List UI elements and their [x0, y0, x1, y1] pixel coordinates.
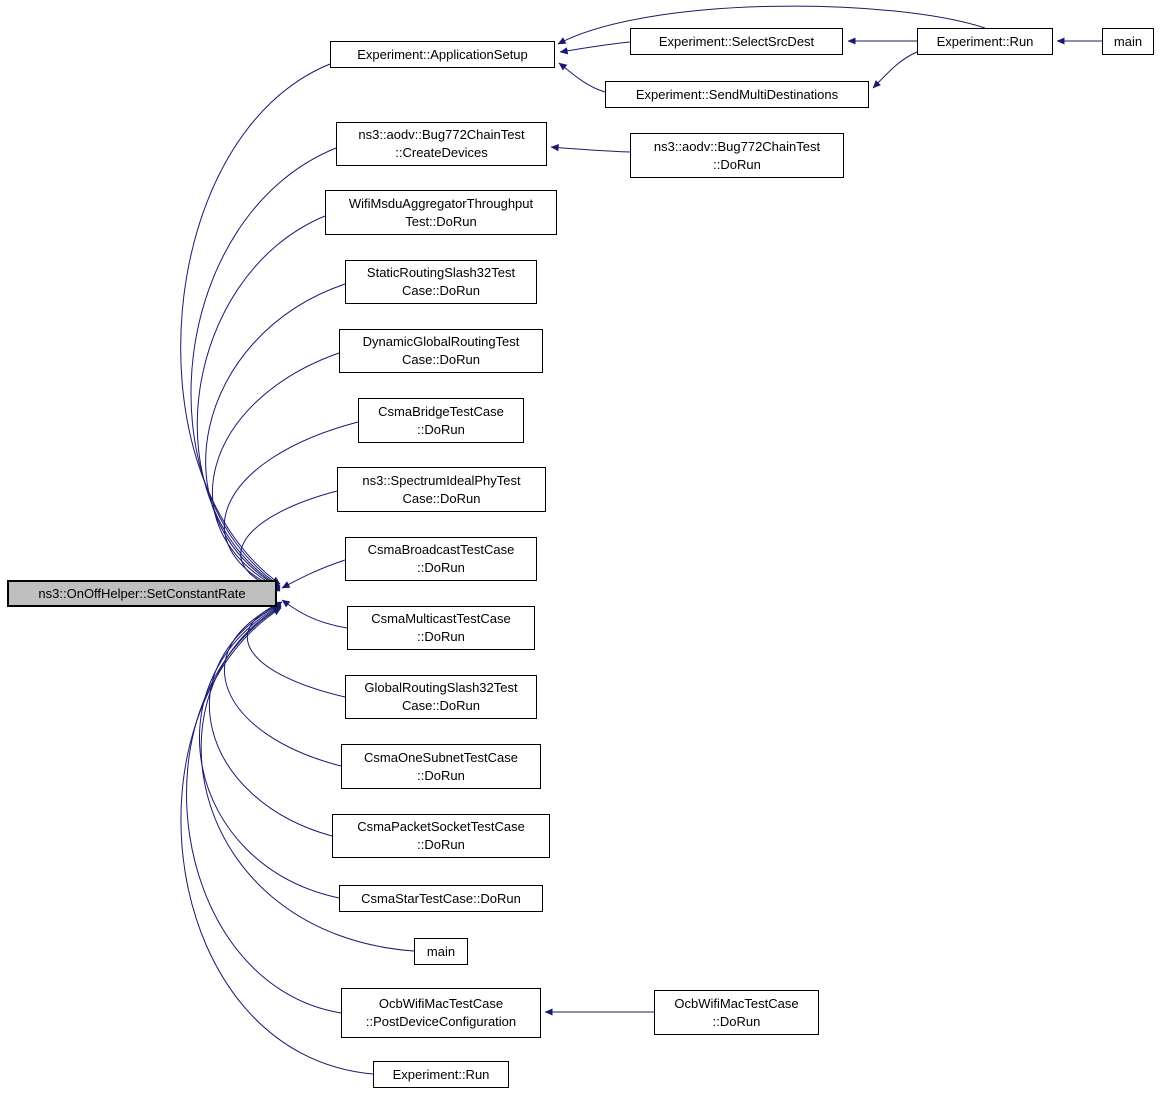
node-csmapacketsocket-dorun[interactable]: CsmaPacketSocketTestCase ::DoRun	[332, 814, 550, 858]
node-wifimsduaggregator-dorun[interactable]: WifiMsduAggregatorThroughput Test::DoRun	[325, 190, 557, 235]
edge-createdevices-to-setconstantrate	[190, 147, 337, 587]
edge-csmabroadcast-to-setconstantrate	[281, 559, 346, 589]
edge-applicationsetup-to-setconstantrate	[180, 63, 331, 585]
node-csmastar-dorun[interactable]: CsmaStarTestCase::DoRun	[339, 885, 543, 912]
node-csmabroadcast-dorun[interactable]: CsmaBroadcastTestCase ::DoRun	[345, 537, 537, 581]
node-csmabridge-dorun[interactable]: CsmaBridgeTestCase ::DoRun	[358, 398, 524, 443]
edge-dynamicglobal-to-setconstantrate	[212, 352, 340, 590]
edge-csmaonesubnet-to-setconstantrate	[224, 602, 342, 767]
node-experiment-applicationsetup[interactable]: Experiment::ApplicationSetup	[330, 41, 555, 68]
edge-selectsrcdest-to-applicationsetup	[559, 41, 631, 55]
node-ocbwifimac-postdeviceconfiguration[interactable]: OcbWifiMacTestCase ::PostDeviceConfigura…	[341, 988, 541, 1038]
edge-experimentrun-to-applicationsetup	[557, 5, 986, 45]
node-csmamulticast-dorun[interactable]: CsmaMulticastTestCase ::DoRun	[347, 606, 535, 650]
node-experiment-sendmultidestinations[interactable]: Experiment::SendMultiDestinations	[605, 81, 869, 108]
edge-experimentrun-to-setconstantrate	[180, 607, 374, 1075]
node-setconstantrate: ns3::OnOffHelper::SetConstantRate	[7, 580, 277, 607]
node-main-caller[interactable]: main	[414, 938, 468, 965]
node-staticroutingslash32-dorun[interactable]: StaticRoutingSlash32Test Case::DoRun	[345, 260, 537, 304]
node-bug772chaintest-dorun[interactable]: ns3::aodv::Bug772ChainTest ::DoRun	[630, 133, 844, 178]
edge-globalrouting-to-setconstantrate	[246, 601, 346, 698]
node-experiment-selectsrcdest[interactable]: Experiment::SelectSrcDest	[630, 28, 843, 55]
edge-wifimsdu-to-setconstantrate	[196, 215, 326, 588]
edge-spectrum-to-setconstantrate	[240, 490, 338, 592]
node-main[interactable]: main	[1102, 28, 1154, 55]
edge-csmastar-to-setconstantrate	[199, 604, 340, 899]
edge-csmapacketsocket-to-setconstantrate	[209, 603, 333, 837]
edge-ocbpost-to-setconstantrate	[186, 606, 342, 1014]
edge-sendmultidestinations-to-applicationsetup	[558, 62, 606, 93]
edge-experimentrun-to-sendmultidestinations	[872, 51, 918, 89]
node-dynamicglobalrouting-dorun[interactable]: DynamicGlobalRoutingTest Case::DoRun	[339, 329, 543, 373]
node-csmaonesubnet-dorun[interactable]: CsmaOneSubnetTestCase ::DoRun	[341, 744, 541, 789]
node-experiment-run-bottom[interactable]: Experiment::Run	[373, 1061, 509, 1088]
edge-csmamulticast-to-setconstantrate	[281, 599, 348, 629]
node-experiment-run[interactable]: Experiment::Run	[917, 28, 1053, 55]
node-ocbwifimac-dorun[interactable]: OcbWifiMacTestCase ::DoRun	[654, 990, 819, 1035]
node-bug772chaintest-createdevices[interactable]: ns3::aodv::Bug772ChainTest ::CreateDevic…	[336, 122, 547, 166]
node-globalroutingslash32-dorun[interactable]: GlobalRoutingSlash32Test Case::DoRun	[345, 675, 537, 719]
edge-csmabridge-to-setconstantrate	[223, 421, 359, 591]
edge-staticrouting-to-setconstantrate	[205, 283, 346, 589]
edge-bug772dorun-to-createdevices	[550, 144, 631, 153]
node-spectrumidealphy-dorun[interactable]: ns3::SpectrumIdealPhyTest Case::DoRun	[337, 467, 546, 512]
